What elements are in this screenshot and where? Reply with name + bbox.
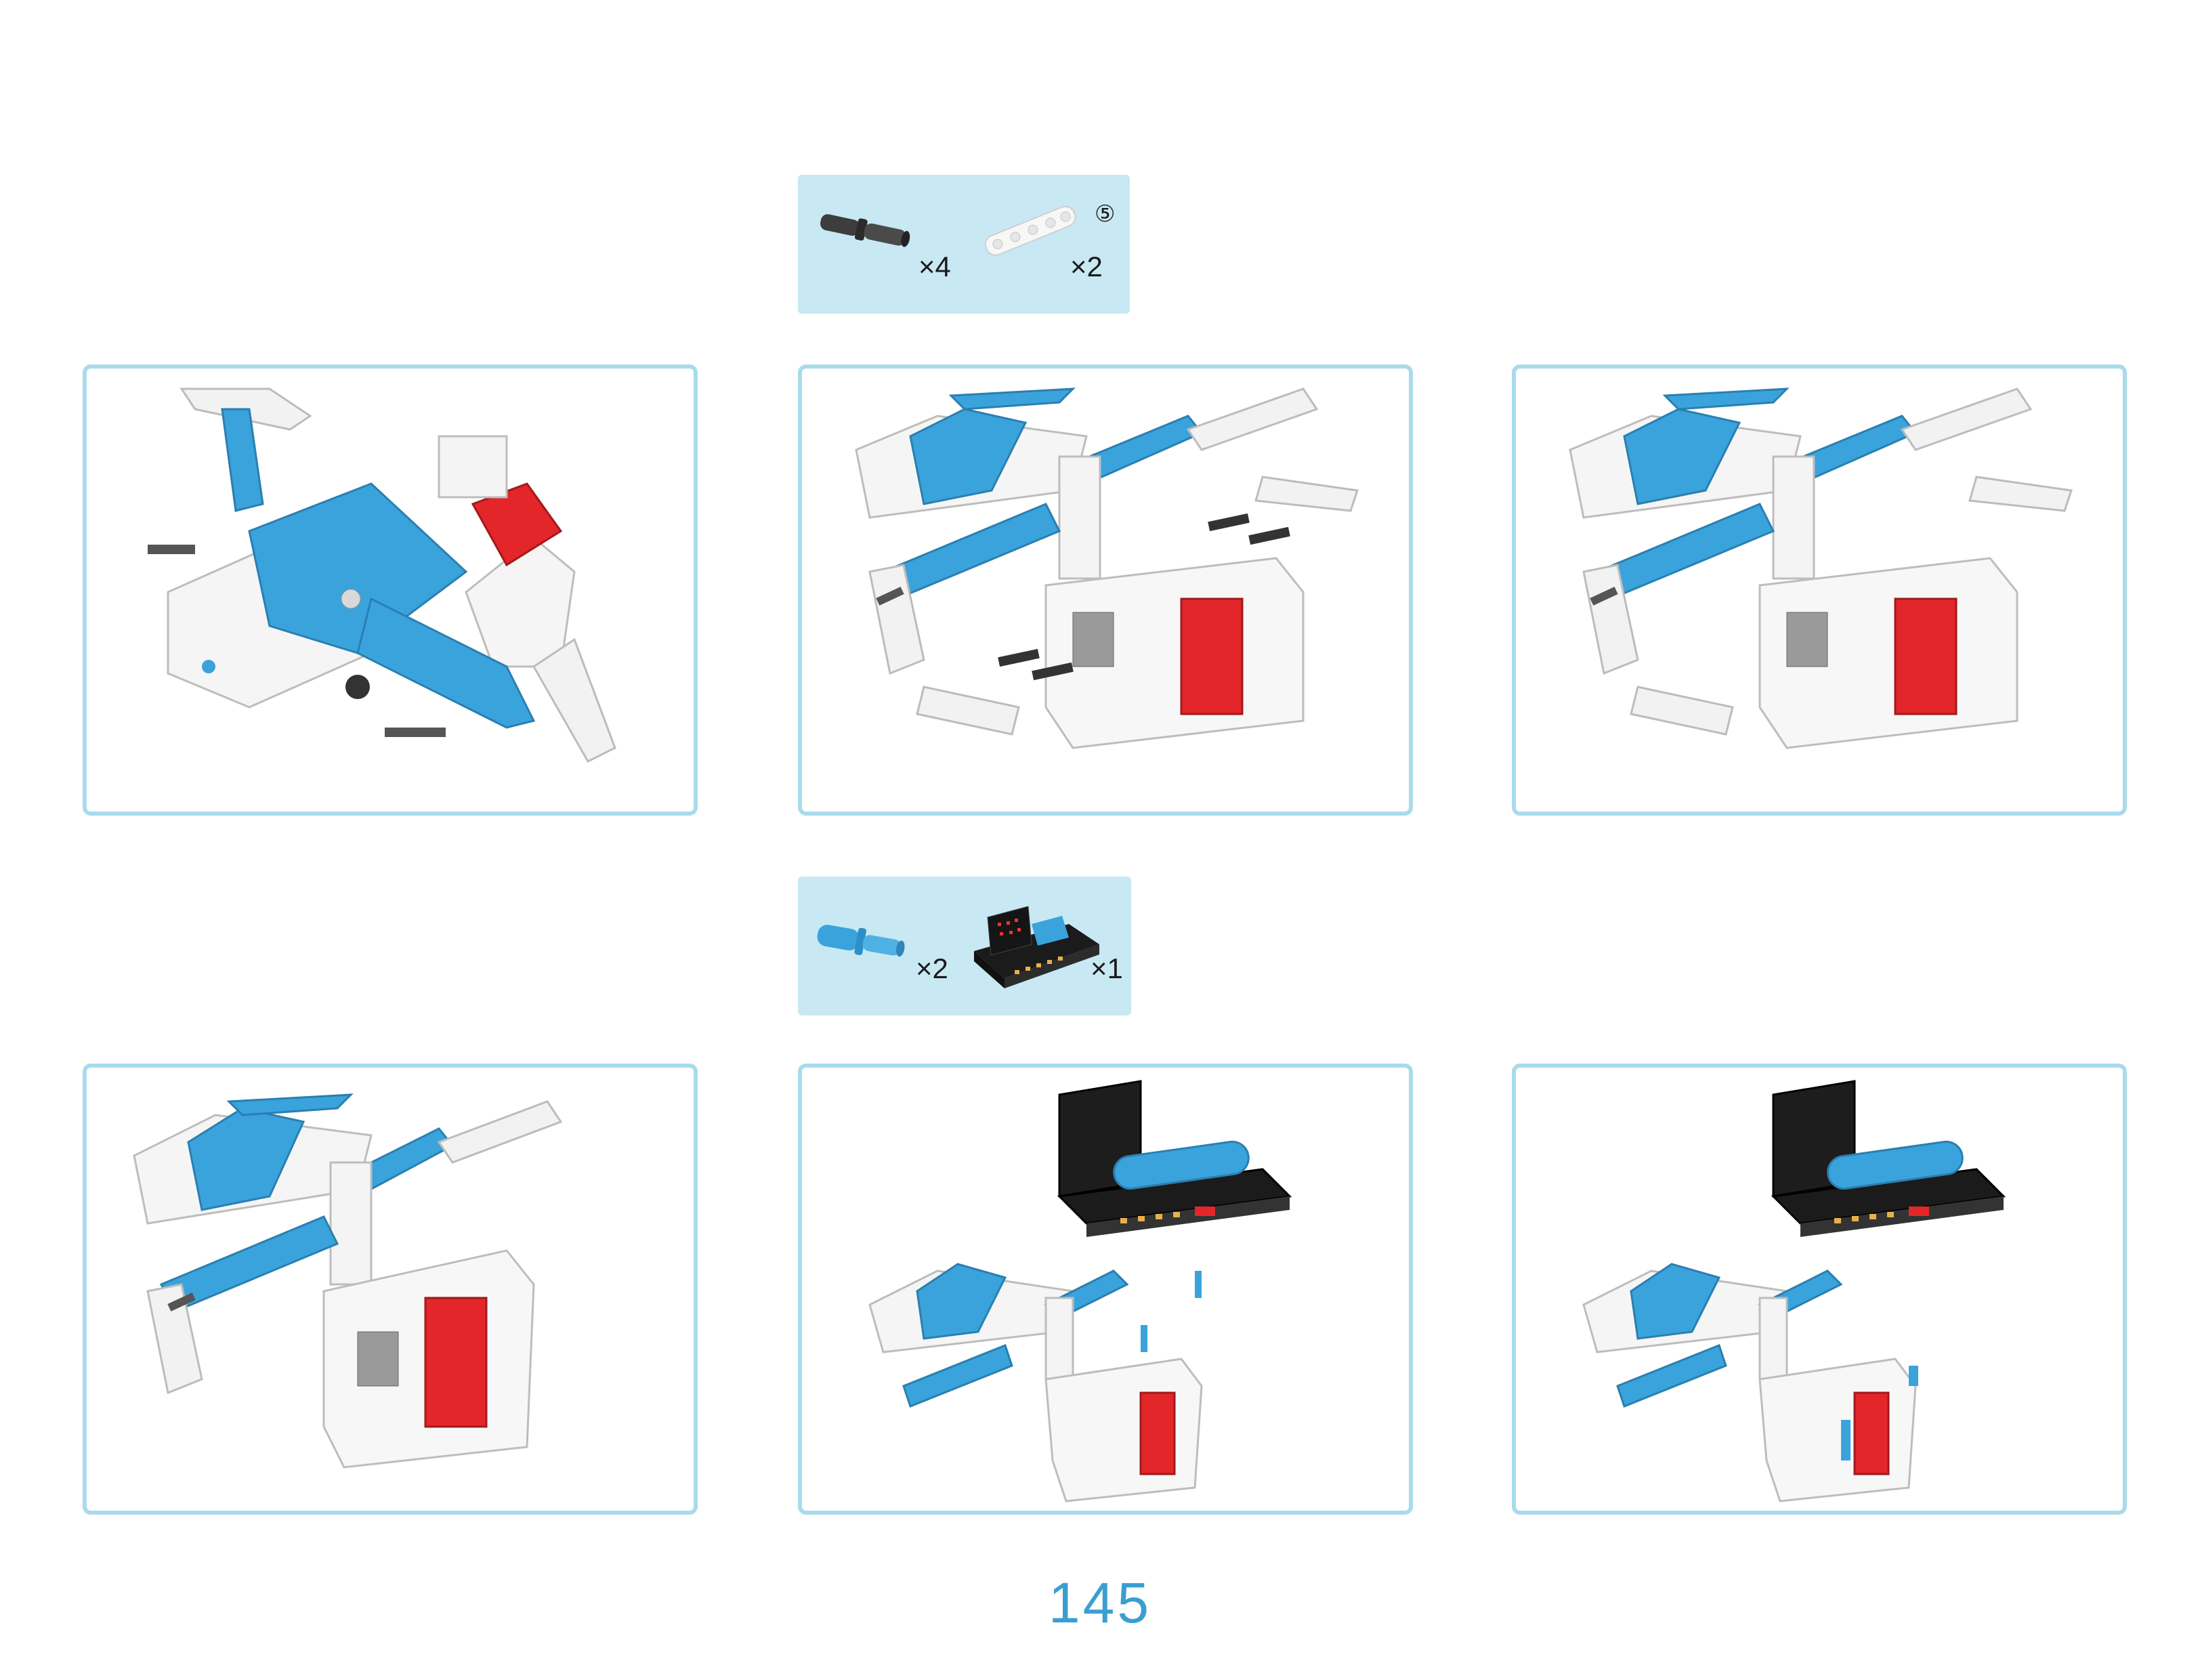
parts-box-middle: ×2 ×1 (798, 877, 1131, 1015)
black-connector-pin-icon (820, 214, 910, 247)
step-panel-3 (1512, 364, 2127, 816)
step-panel-1 (83, 364, 698, 816)
step-6-illustration (1582, 1080, 2006, 1503)
step-5-illustration (868, 1080, 1292, 1503)
qty-connector-pin: ×4 (918, 251, 951, 282)
step-3-illustration (1569, 387, 2073, 749)
parts-box-top: ×4 ⑤ ×2 (798, 175, 1130, 314)
step-panel-2 (798, 364, 1413, 816)
qty-blue-axle-pin: ×2 (916, 952, 948, 984)
step-panel-6 (1512, 1064, 2127, 1515)
white-beam-icon (984, 205, 1076, 256)
blue-axle-pin-icon (817, 925, 905, 957)
step-1-illustration (148, 387, 616, 763)
step-panel-5 (798, 1064, 1413, 1515)
step-panel-4 (83, 1064, 698, 1515)
step-2-illustration (855, 387, 1359, 749)
beam-length-label: ⑤ (1095, 201, 1116, 228)
qty-white-beam: ×2 (1070, 251, 1103, 282)
controller-board-icon (974, 906, 1099, 988)
page-number: 145 (1048, 1571, 1152, 1635)
step-4-illustration (133, 1093, 563, 1469)
qty-controller-board: ×1 (1091, 952, 1123, 984)
